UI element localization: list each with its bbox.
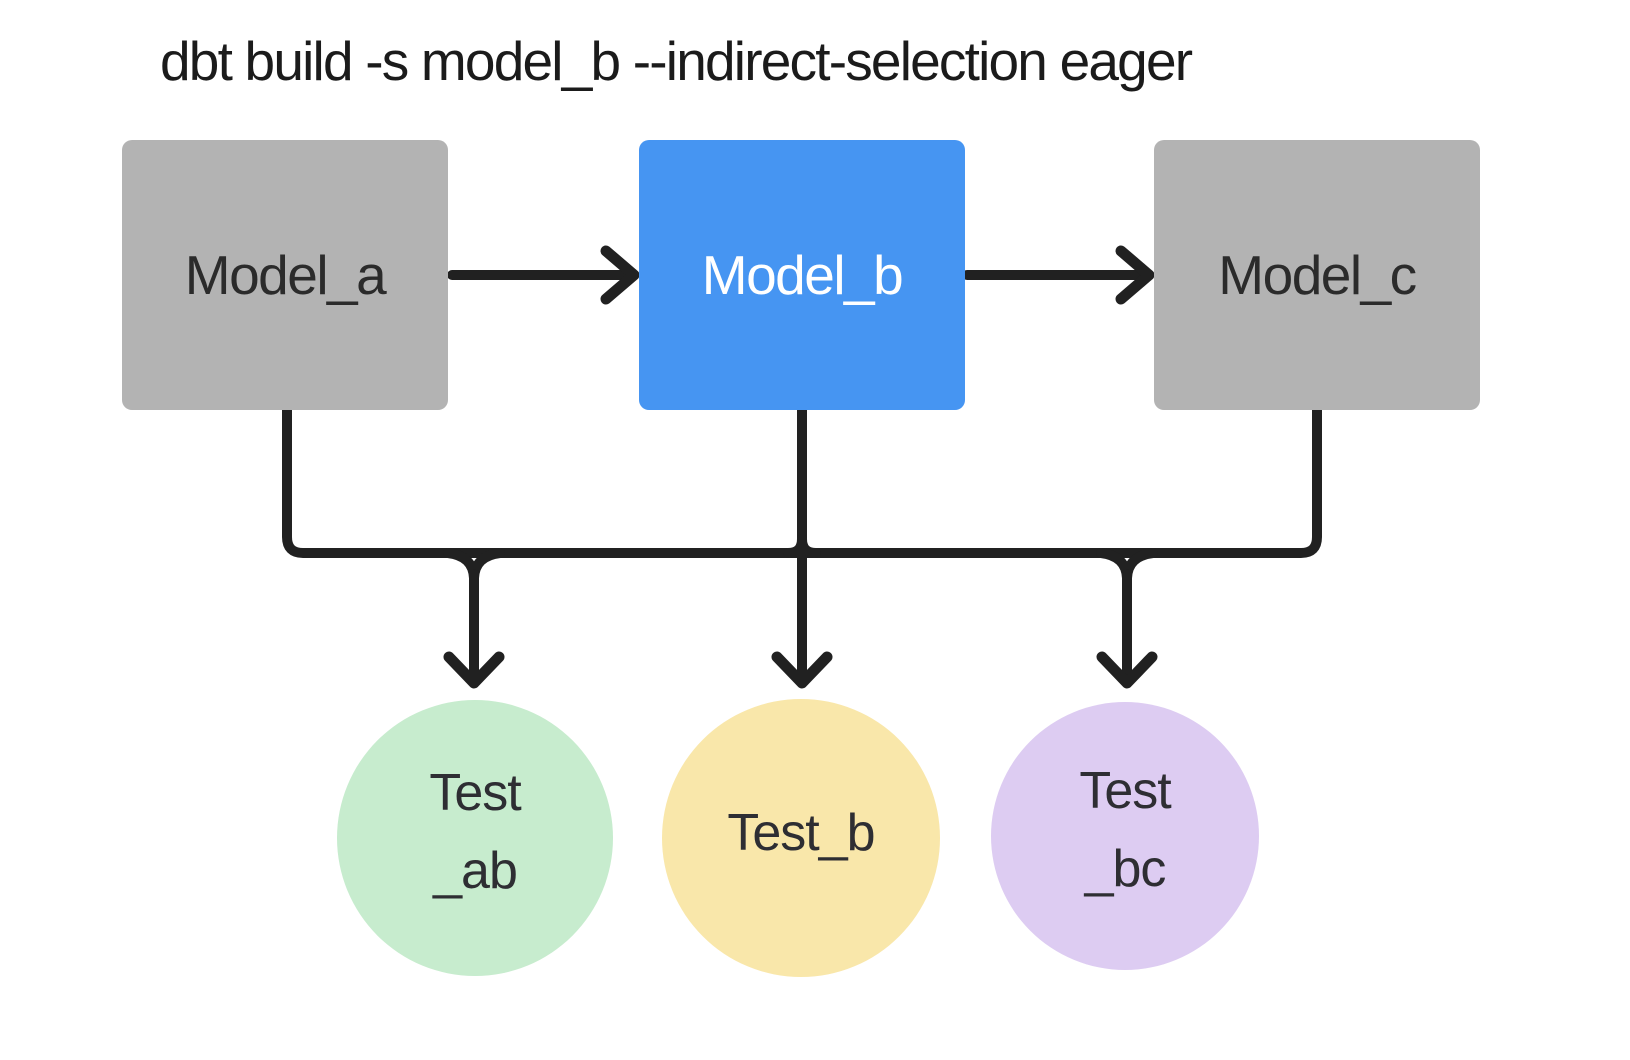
arrowhead-test-ab [443,651,505,689]
test-ab-node [337,700,613,976]
diagram-title: dbt build -s model_b --indirect-selectio… [160,30,1193,92]
arrowhead-test-b [771,651,833,689]
model-c-label: Model_c [1218,244,1416,306]
edge-lines [282,245,1322,689]
model-a-label: Model_a [185,244,387,306]
test-b-node [662,699,940,977]
model-b-node [639,140,965,410]
arrowhead-test-bc [1096,651,1158,689]
arrowhead-model-b [600,245,640,305]
test-b-label: Test_b [727,804,874,862]
model-c-node [1154,140,1480,410]
test-ab-label-line2: _ab [432,842,517,900]
model-a-node [122,140,448,410]
model-b-label: Model_b [702,244,902,306]
test-bc-node [991,702,1259,970]
model-nodes: Model_a Model_b Model_c [122,140,1480,410]
test-ab-label-line1: Test [429,764,522,822]
test-bc-label-line2: _bc [1084,840,1166,898]
test-bc-label-line1: Test [1079,762,1172,820]
test-nodes: Test _ab Test_b Test _bc [337,699,1259,977]
arrowhead-model-c [1115,245,1155,305]
edge-crossing-fillet [783,534,821,558]
